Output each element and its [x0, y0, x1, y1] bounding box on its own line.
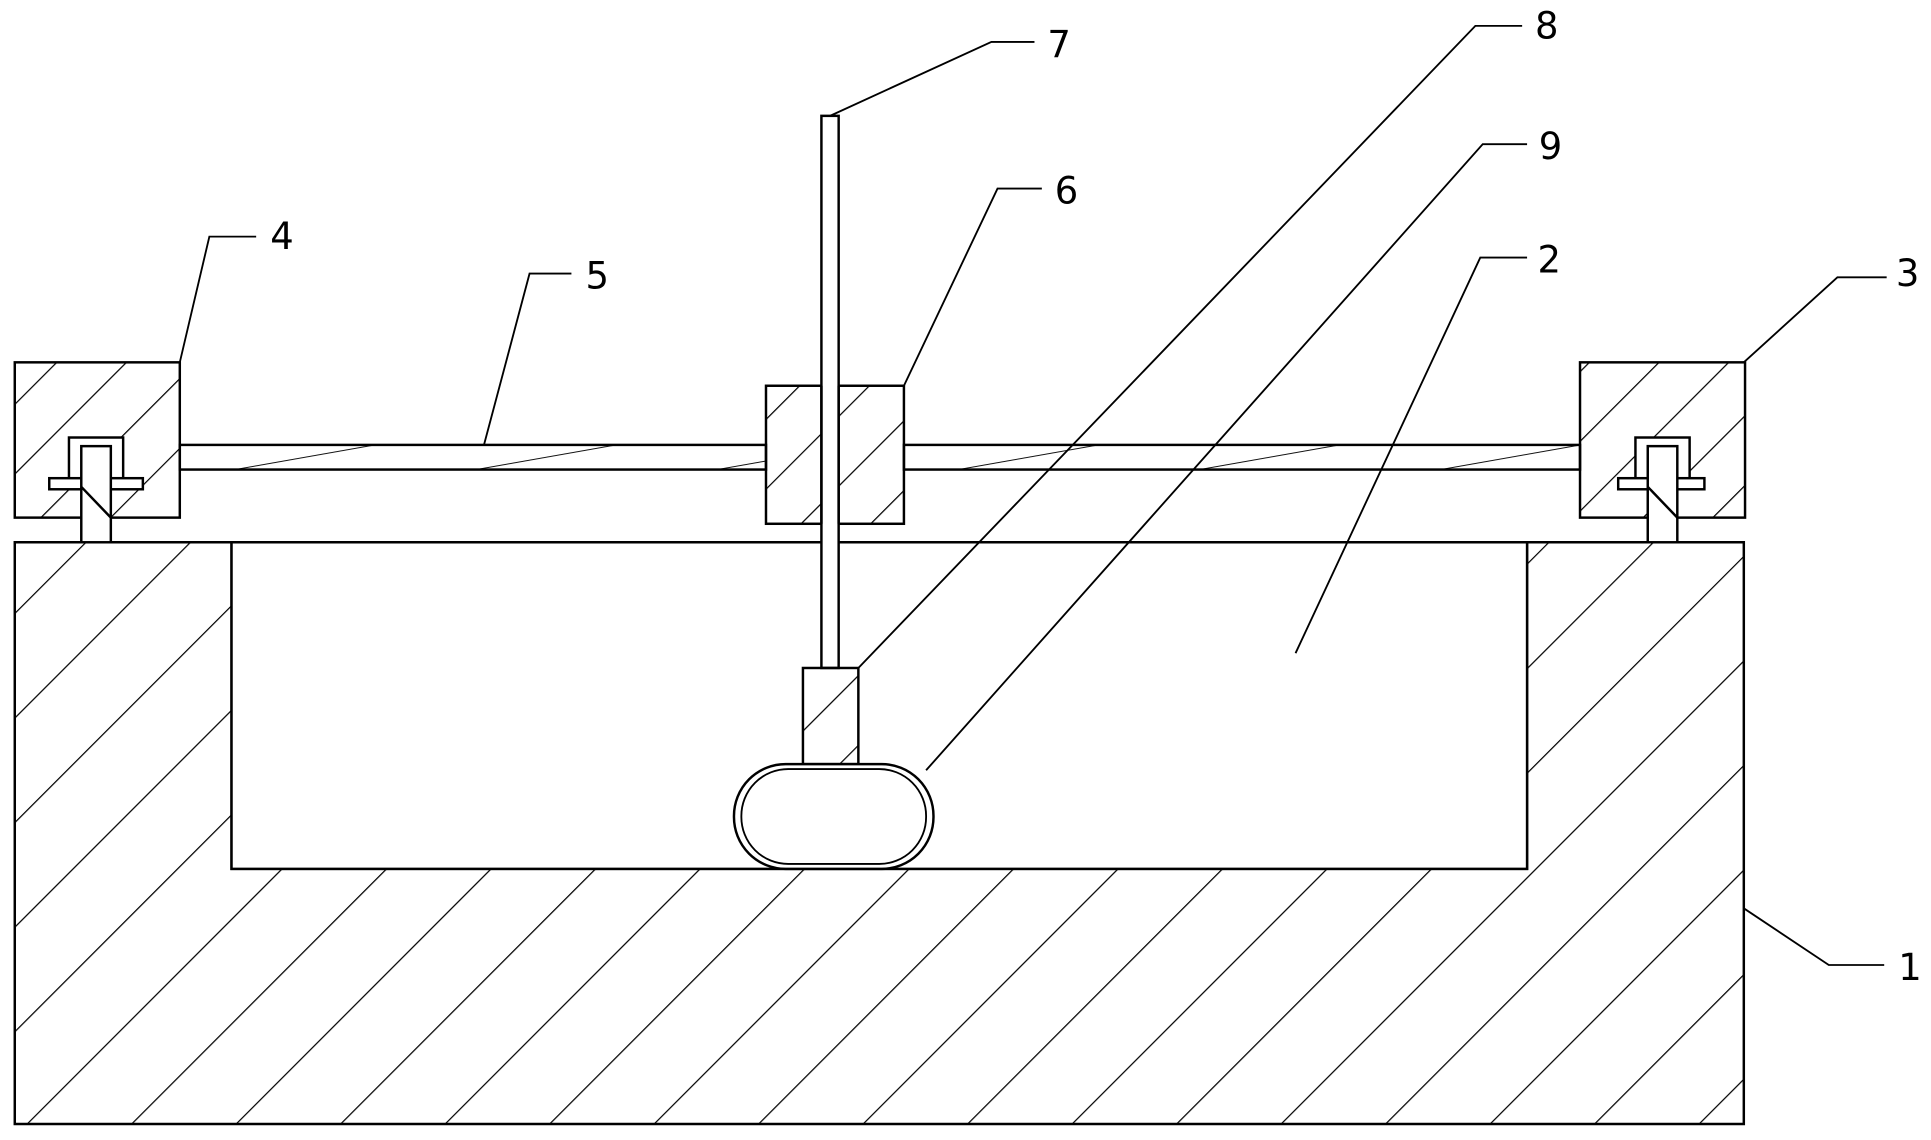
callout-1: 1 [1898, 946, 1922, 989]
right-block [1578, 361, 1747, 544]
screw-rod [178, 443, 1582, 471]
leader-lines [178, 24, 1887, 966]
leader-line-2 [1294, 256, 1528, 654]
callout-7: 7 [1047, 23, 1071, 66]
callout-6: 6 [1055, 170, 1079, 213]
left-block [13, 361, 182, 544]
callout-labels: 1 2 3 4 5 6 7 8 9 [270, 4, 1922, 989]
leader-line-4 [178, 235, 257, 363]
leader-line-3 [1743, 276, 1887, 364]
callout-9: 9 [1539, 125, 1563, 168]
callout-4: 4 [270, 215, 294, 258]
leader-line-9 [925, 143, 1528, 771]
callout-5: 5 [586, 255, 610, 298]
callout-8: 8 [1535, 4, 1559, 47]
callout-3: 3 [1896, 252, 1920, 295]
leader-line-5 [483, 272, 572, 446]
connector [801, 666, 860, 766]
leader-line-7 [829, 40, 1035, 117]
callout-2: 2 [1537, 239, 1561, 282]
roller [732, 762, 935, 871]
leader-line-8 [857, 24, 1523, 669]
leader-line-6 [903, 187, 1042, 387]
vertical-rod [820, 114, 840, 670]
leader-line-1 [1743, 907, 1885, 966]
